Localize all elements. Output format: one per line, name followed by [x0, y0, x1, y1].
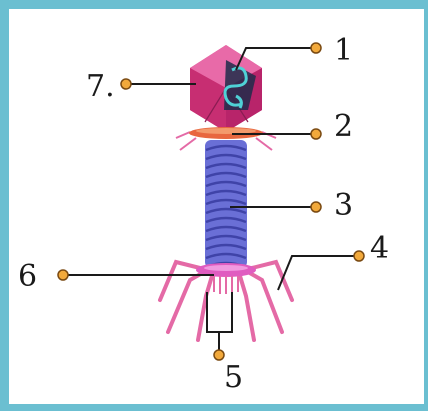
leader-5 — [207, 292, 232, 332]
marker-1 — [311, 43, 321, 53]
base-plate — [196, 263, 256, 294]
label-3: 3 — [334, 188, 353, 223]
leader-4 — [278, 256, 355, 290]
marker-2 — [311, 129, 321, 139]
label-6: 6 — [18, 259, 37, 294]
marker-3 — [311, 202, 321, 212]
label-1: 1 — [334, 33, 353, 68]
marker-5 — [214, 350, 224, 360]
tail-sheath — [205, 140, 247, 268]
marker-6 — [58, 270, 68, 280]
label-7: 7. — [86, 69, 115, 104]
label-5: 5 — [224, 360, 243, 395]
capsid-head — [190, 45, 262, 132]
label-4: 4 — [370, 231, 389, 266]
marker-7 — [121, 79, 131, 89]
label-2: 2 — [334, 109, 353, 144]
marker-4 — [354, 251, 364, 261]
